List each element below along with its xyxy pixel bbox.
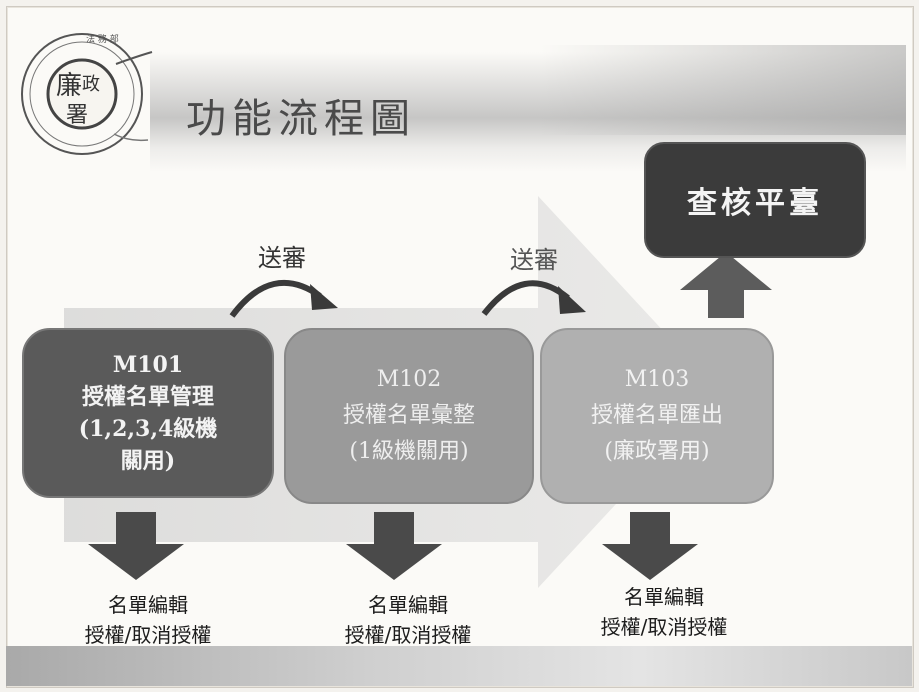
- step-line: (1級機關用): [349, 439, 469, 464]
- step-note-2: 名單編輯 授權/取消授權: [318, 590, 498, 650]
- step-m101-box: M101 授權名單管理 (1,2,3,4級機 關用): [22, 328, 274, 498]
- step-code: M101: [112, 352, 184, 378]
- down-arrow-2: [346, 512, 442, 580]
- note-line: 授權/取消授權: [84, 623, 212, 647]
- seal-logo-icon: 廉 政 署 法 務 部: [21, 33, 153, 155]
- step-note-1: 名單編輯 授權/取消授權: [58, 590, 238, 650]
- bottom-band: [6, 646, 912, 686]
- step-code: M103: [624, 367, 690, 392]
- step-m103-box: M103 授權名單匯出 (廉政署用): [540, 328, 774, 504]
- down-arrow-3: [602, 512, 698, 580]
- step-m102-box: M102 授權名單彙整 (1級機關用): [284, 328, 534, 504]
- note-line: 名單編輯: [624, 585, 704, 609]
- note-line: 授權/取消授權: [600, 615, 728, 639]
- step-line: (1,2,3,4級機: [78, 416, 218, 442]
- step-code: M102: [376, 367, 442, 392]
- note-line: 名單編輯: [108, 593, 188, 617]
- transition-arrowhead-1: [310, 284, 338, 310]
- audit-platform-box: 查核平臺: [644, 142, 866, 258]
- step-line: 授權名單彙整: [342, 403, 475, 428]
- svg-text:政: 政: [82, 74, 100, 95]
- up-arrow-to-platform: [680, 252, 772, 318]
- step-note-3: 名單編輯 授權/取消授權: [574, 582, 754, 642]
- transition-label-2: 送審: [510, 246, 558, 274]
- title-band-right: [540, 45, 906, 135]
- transition-arrowhead-2: [558, 286, 586, 314]
- transition-label-1: 送審: [258, 244, 306, 272]
- svg-text:廉: 廉: [56, 71, 82, 101]
- svg-text:署: 署: [66, 103, 88, 128]
- step-line: (廉政署用): [604, 439, 710, 464]
- transition-arrow-1: [229, 279, 322, 318]
- note-line: 授權/取消授權: [344, 623, 472, 647]
- step-line: 授權名單管理: [81, 384, 214, 410]
- svg-text:法 務 部: 法 務 部: [86, 33, 119, 45]
- step-line: 授權名單匯出: [590, 403, 723, 428]
- down-arrow-1: [88, 512, 184, 580]
- step-line: 關用): [120, 448, 176, 474]
- note-line: 名單編輯: [368, 593, 448, 617]
- page-title: 功能流程圖: [186, 96, 416, 142]
